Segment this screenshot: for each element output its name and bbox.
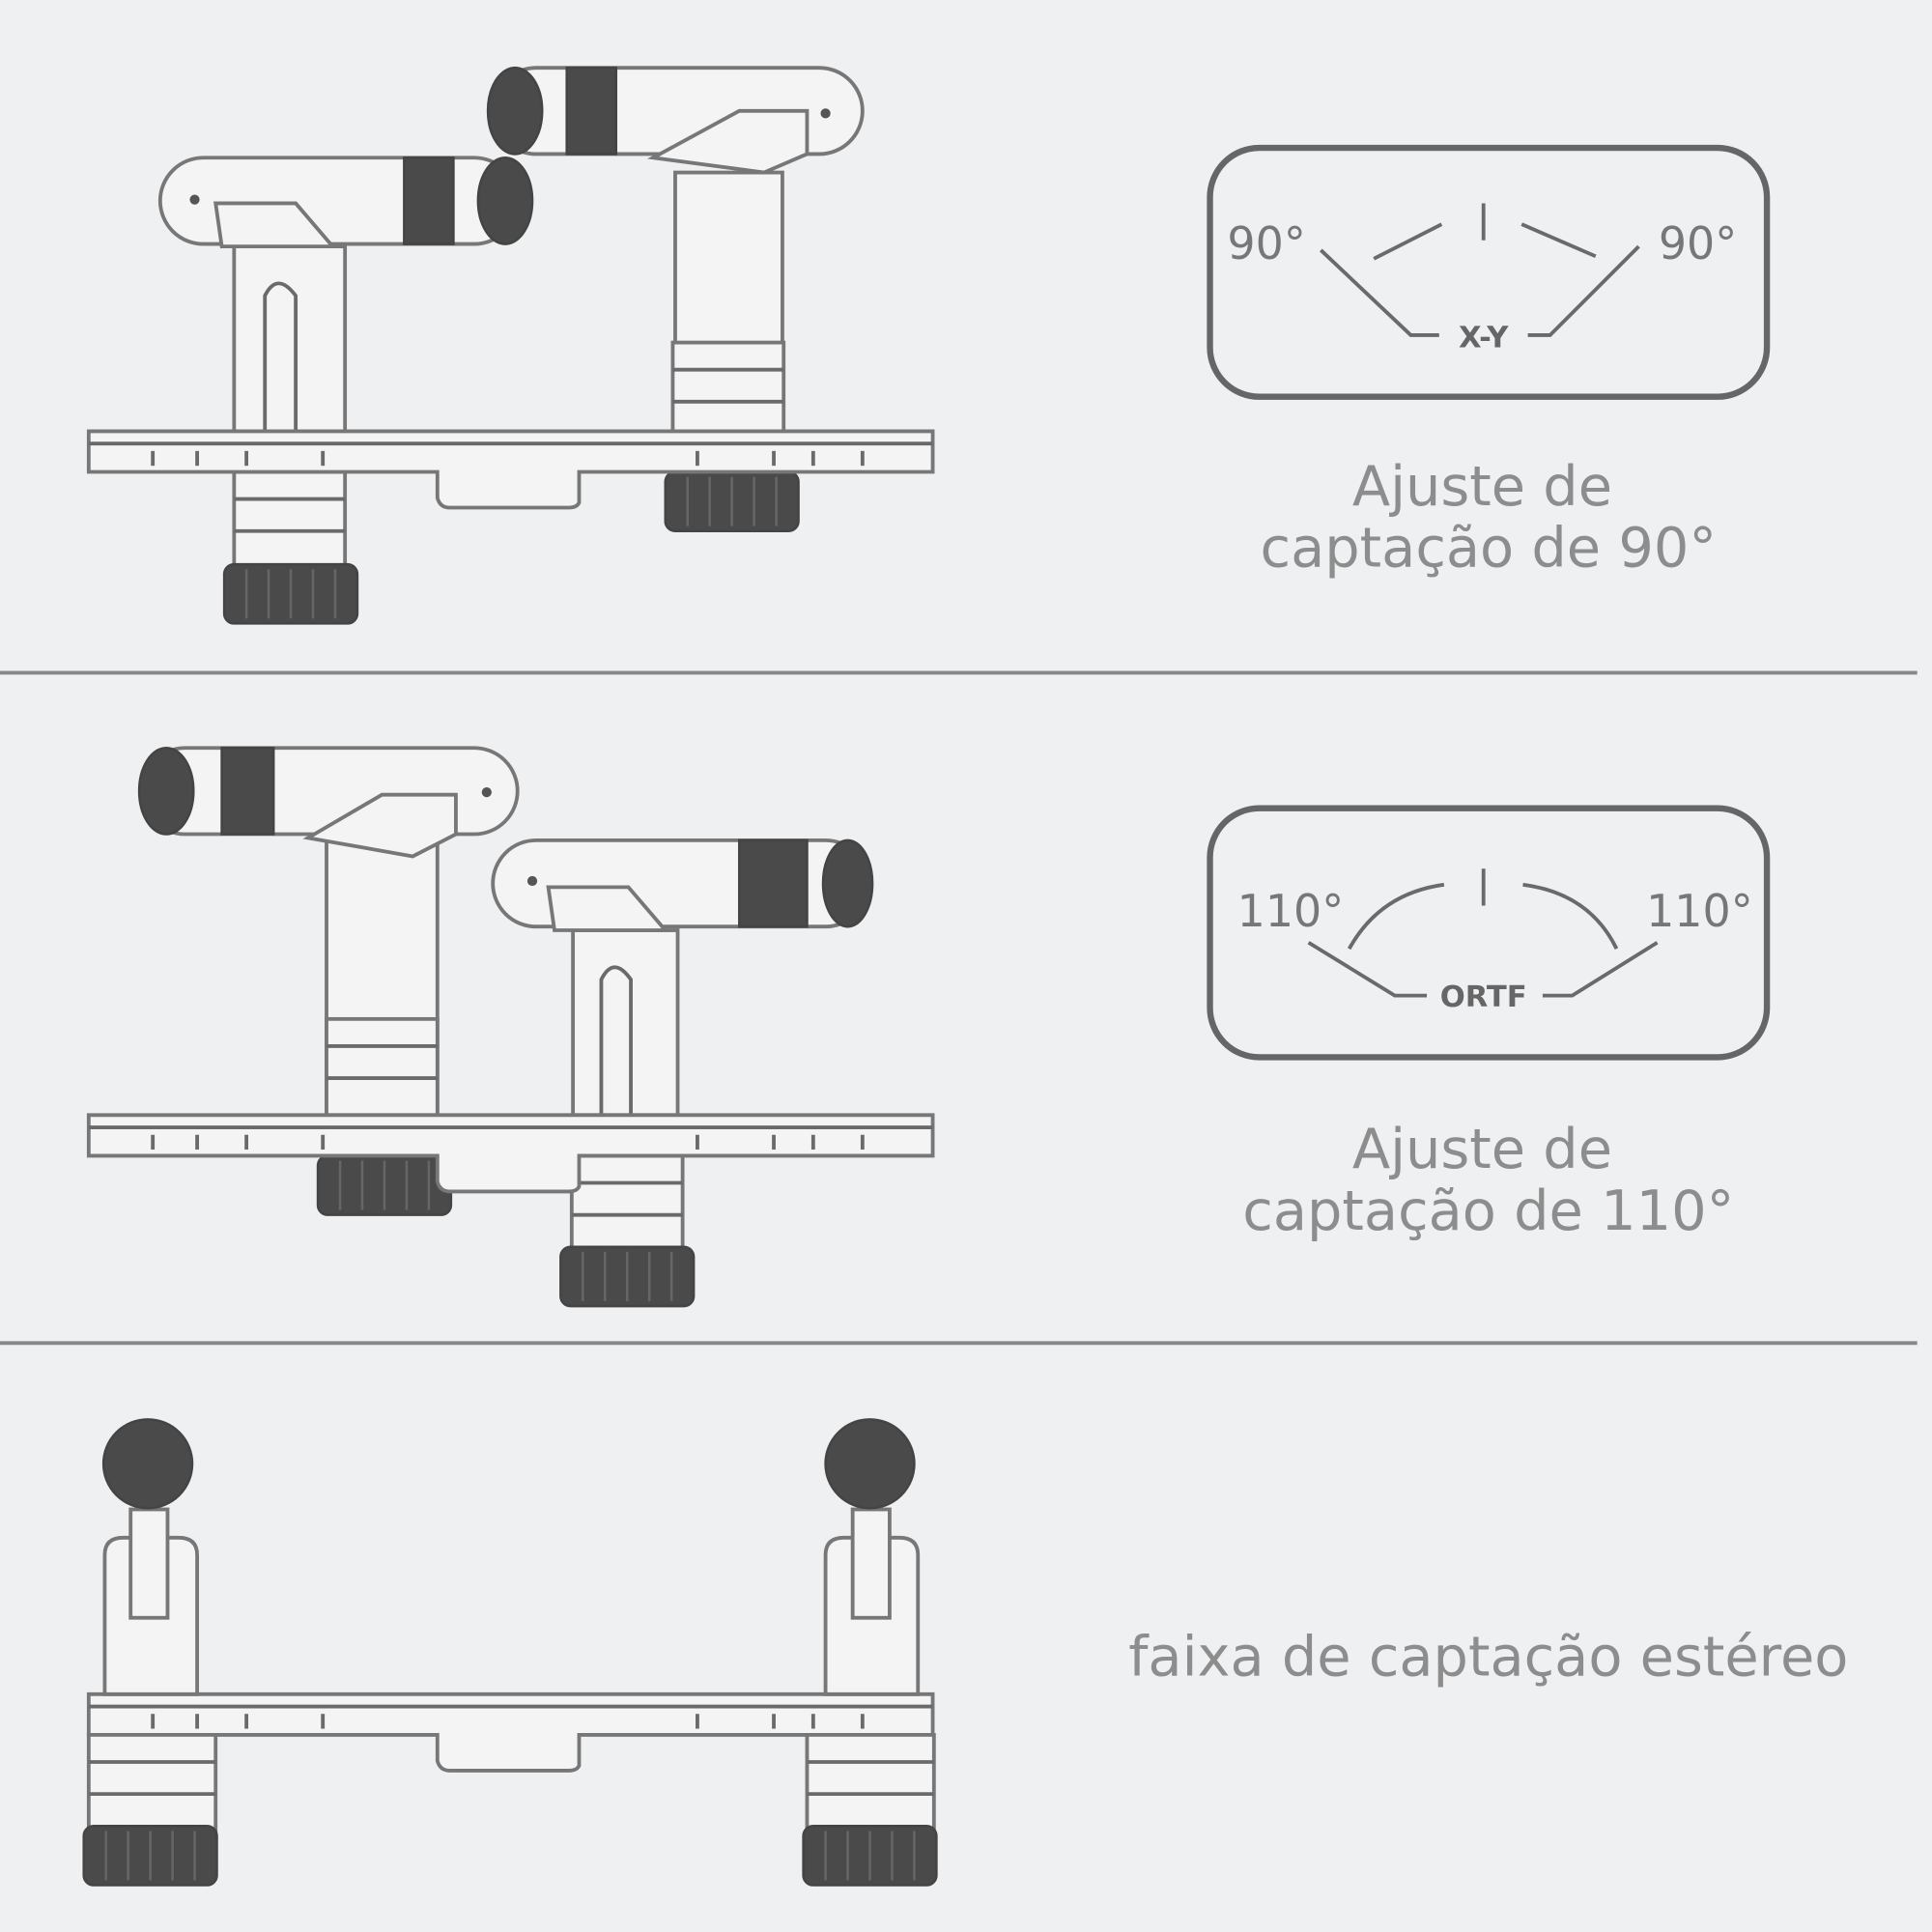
svg-text:110°: 110° xyxy=(1646,885,1753,937)
ortf-pattern-diagram: 110° 110° ORTF xyxy=(1207,805,1771,1061)
stereo-range-illustration xyxy=(82,1418,938,1887)
caption-xy-line1: Ajuste de xyxy=(1352,454,1612,519)
svg-text:ORTF: ORTF xyxy=(1440,980,1527,1014)
svg-text:X-Y: X-Y xyxy=(1459,322,1509,355)
svg-text:90°: 90° xyxy=(1227,217,1305,270)
xy-mic-setup-illustration xyxy=(86,66,935,625)
caption-ortf-line2: captação de 110° xyxy=(1242,1179,1734,1243)
ortf-mic-setup-illustration xyxy=(86,746,935,1308)
caption-ortf-line1: Ajuste de xyxy=(1352,1117,1612,1181)
svg-text:110°: 110° xyxy=(1237,885,1345,937)
caption-stereo-range: faixa de captação estéreo xyxy=(1128,1625,1848,1690)
svg-text:90°: 90° xyxy=(1659,217,1737,270)
xy-pattern-diagram: 90° 90° X-Y xyxy=(1207,144,1771,400)
caption-xy-line2: captação de 90° xyxy=(1261,516,1717,581)
